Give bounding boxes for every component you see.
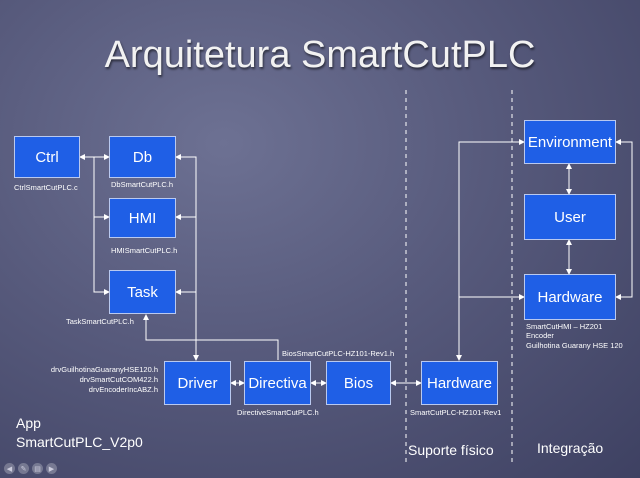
previous-icon[interactable]: ◀: [4, 463, 15, 474]
bus-to-hmi: [93, 157, 110, 220]
bus-to-task: [93, 217, 110, 295]
db-driver-link: [175, 154, 199, 361]
ctrl-box[interactable]: Ctrl: [14, 136, 80, 178]
slideshow-controls: ◀ ✎ ▤ ▶: [4, 463, 57, 474]
next-icon[interactable]: ▶: [46, 463, 57, 474]
hw-environment-link: [456, 139, 525, 361]
directiva-task-link: [143, 314, 279, 360]
hardware-physical-file-label: SmartCutPLC-HZ101-Rev1: [410, 408, 502, 417]
environment-hardware-loop: [615, 139, 633, 300]
db-box[interactable]: Db: [109, 136, 176, 178]
section-app-name: SmartCutPLC_V2p0: [16, 434, 143, 450]
db-file-label: DbSmartCutPLC.h: [111, 180, 174, 189]
task-file-label: TaskSmartCutPLC.h: [66, 317, 134, 326]
menu-icon[interactable]: ▤: [32, 463, 43, 474]
hmi-file-label: HMISmartCutPLC.h: [111, 246, 178, 255]
bios-box[interactable]: Bios: [326, 361, 391, 405]
user-box[interactable]: User: [524, 194, 616, 240]
driver-box[interactable]: Driver: [164, 361, 231, 405]
section-integration-label: Integração: [537, 440, 604, 456]
driver-file-label-3: drvEncoderIncABZ.h: [88, 385, 158, 394]
driver-file-label-2: drvSmartCutCOM422.h: [79, 375, 158, 384]
bios-file-label: BiosSmartCutPLC-HZ101-Rev1.h: [282, 349, 395, 358]
directiva-box[interactable]: Directiva: [244, 361, 311, 405]
environment-box[interactable]: Environment: [524, 120, 616, 164]
integration-note-2: Encoder: [526, 331, 554, 340]
section-physical-label: Suporte físico: [408, 442, 494, 458]
directiva-file-label: DirectiveSmartCutPLC.h: [237, 408, 319, 417]
task-box[interactable]: Task: [109, 270, 176, 314]
driver-file-label-1: drvGuilhotinaGuaranyHSE120.h: [50, 365, 158, 374]
integration-note-3: Guilhotina Guarany HSE 120: [526, 341, 623, 350]
integration-note-1: SmartCutHMI – HZ201: [526, 322, 603, 331]
hmi-box[interactable]: HMI: [109, 198, 176, 238]
hardware-integration-box[interactable]: Hardware: [524, 274, 616, 320]
slide-title: Arquitetura SmartCutPLC: [104, 34, 536, 76]
section-app-label: App: [16, 415, 41, 431]
ctrl-file-label: CtrlSmartCutPLC.c: [14, 183, 78, 192]
hardware-physical-box[interactable]: Hardware: [421, 361, 498, 405]
pen-icon[interactable]: ✎: [18, 463, 29, 474]
